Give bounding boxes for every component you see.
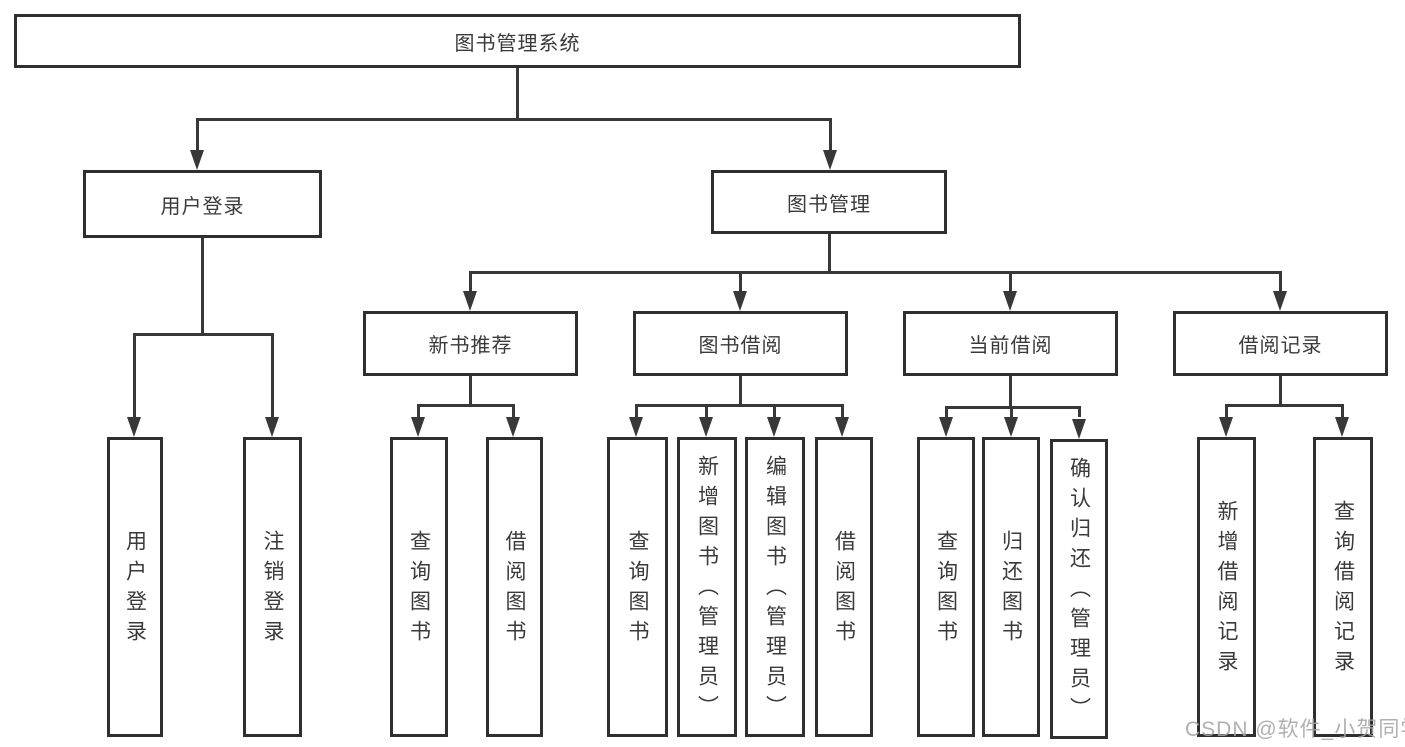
leaf-add-book-admin: 新增图书（管理员）: [677, 437, 737, 737]
arrowhead-down-icon: [1273, 291, 1287, 311]
leaf-confirm-return-admin: 确认归还（管理员）: [1050, 439, 1108, 739]
csdn-watermark: CSDN @软件_小贺同学: [1185, 718, 1405, 741]
connector-line: [739, 271, 742, 292]
arrowhead-down-icon: [506, 417, 520, 437]
node-new-book-recommend: 新书推荐: [363, 311, 578, 376]
connector-line: [828, 234, 831, 273]
connector-line: [516, 68, 519, 120]
node-borrow-record: 借阅记录: [1173, 311, 1388, 376]
connector-line: [417, 404, 420, 417]
connector-line: [271, 333, 274, 417]
connector-line: [829, 118, 832, 151]
arrowhead-down-icon: [733, 291, 747, 311]
node-book-borrow: 图书借阅: [633, 311, 848, 376]
connector-line: [773, 404, 776, 417]
arrowhead-down-icon: [127, 417, 141, 437]
arrowhead-down-icon: [629, 417, 643, 437]
node-root: 图书管理系统: [14, 14, 1021, 68]
connector-line: [945, 406, 1081, 409]
arrowhead-down-icon: [835, 417, 849, 437]
connector-line: [512, 404, 515, 417]
leaf-query-borrow-record: 查询借阅记录: [1313, 437, 1373, 737]
arrowhead-down-icon: [265, 417, 279, 437]
connector-line: [133, 333, 136, 417]
arrowhead-down-icon: [411, 417, 425, 437]
connector-line: [1078, 406, 1081, 417]
leaf-query-books-3: 查询图书: [917, 437, 975, 737]
arrowhead-down-icon: [1072, 419, 1086, 439]
connector-line: [1279, 376, 1282, 407]
arrowhead-down-icon: [823, 150, 837, 170]
connector-line: [469, 271, 472, 292]
connector-line: [705, 404, 708, 417]
connector-line: [196, 118, 832, 121]
connector-line: [469, 271, 1282, 274]
connector-line: [1225, 404, 1344, 407]
leaf-return-book: 归还图书: [982, 437, 1040, 737]
connector-line: [945, 406, 948, 417]
arrowhead-down-icon: [699, 417, 713, 437]
leaf-borrow-books-2: 借阅图书: [815, 437, 873, 737]
leaf-add-borrow-record: 新增借阅记录: [1197, 437, 1256, 737]
connector-line: [469, 376, 472, 407]
arrowhead-down-icon: [1219, 417, 1233, 437]
connector-line: [196, 118, 199, 151]
arrowhead-down-icon: [939, 417, 953, 437]
arrowhead-down-icon: [463, 291, 477, 311]
leaf-query-books-1: 查询图书: [390, 437, 448, 737]
arrowhead-down-icon: [190, 150, 204, 170]
connector-line: [635, 404, 638, 417]
node-current-borrow: 当前借阅: [903, 311, 1118, 376]
arrowhead-down-icon: [1003, 291, 1017, 311]
connector-line: [635, 404, 844, 407]
connector-line: [1009, 376, 1012, 409]
connector-line: [1341, 404, 1344, 417]
leaf-user-login: 用户登录: [107, 437, 163, 737]
node-book-management: 图书管理: [711, 170, 947, 234]
connector-line: [417, 404, 515, 407]
connector-line: [201, 238, 204, 335]
connector-line: [739, 376, 742, 407]
node-user-login: 用户登录: [83, 170, 322, 238]
arrowhead-down-icon: [767, 417, 781, 437]
connector-line: [1225, 404, 1228, 417]
connector-line: [1009, 271, 1012, 292]
connector-line: [1010, 406, 1013, 417]
arrowhead-down-icon: [1004, 417, 1018, 437]
connector-line: [133, 333, 273, 336]
connector-line: [1279, 271, 1282, 292]
leaf-borrow-books-1: 借阅图书: [486, 437, 543, 737]
leaf-edit-book-admin: 编辑图书（管理员）: [745, 437, 805, 737]
connector-line: [841, 404, 844, 417]
leaf-logout: 注销登录: [243, 437, 302, 737]
leaf-query-books-2: 查询图书: [607, 437, 668, 737]
arrowhead-down-icon: [1335, 417, 1349, 437]
